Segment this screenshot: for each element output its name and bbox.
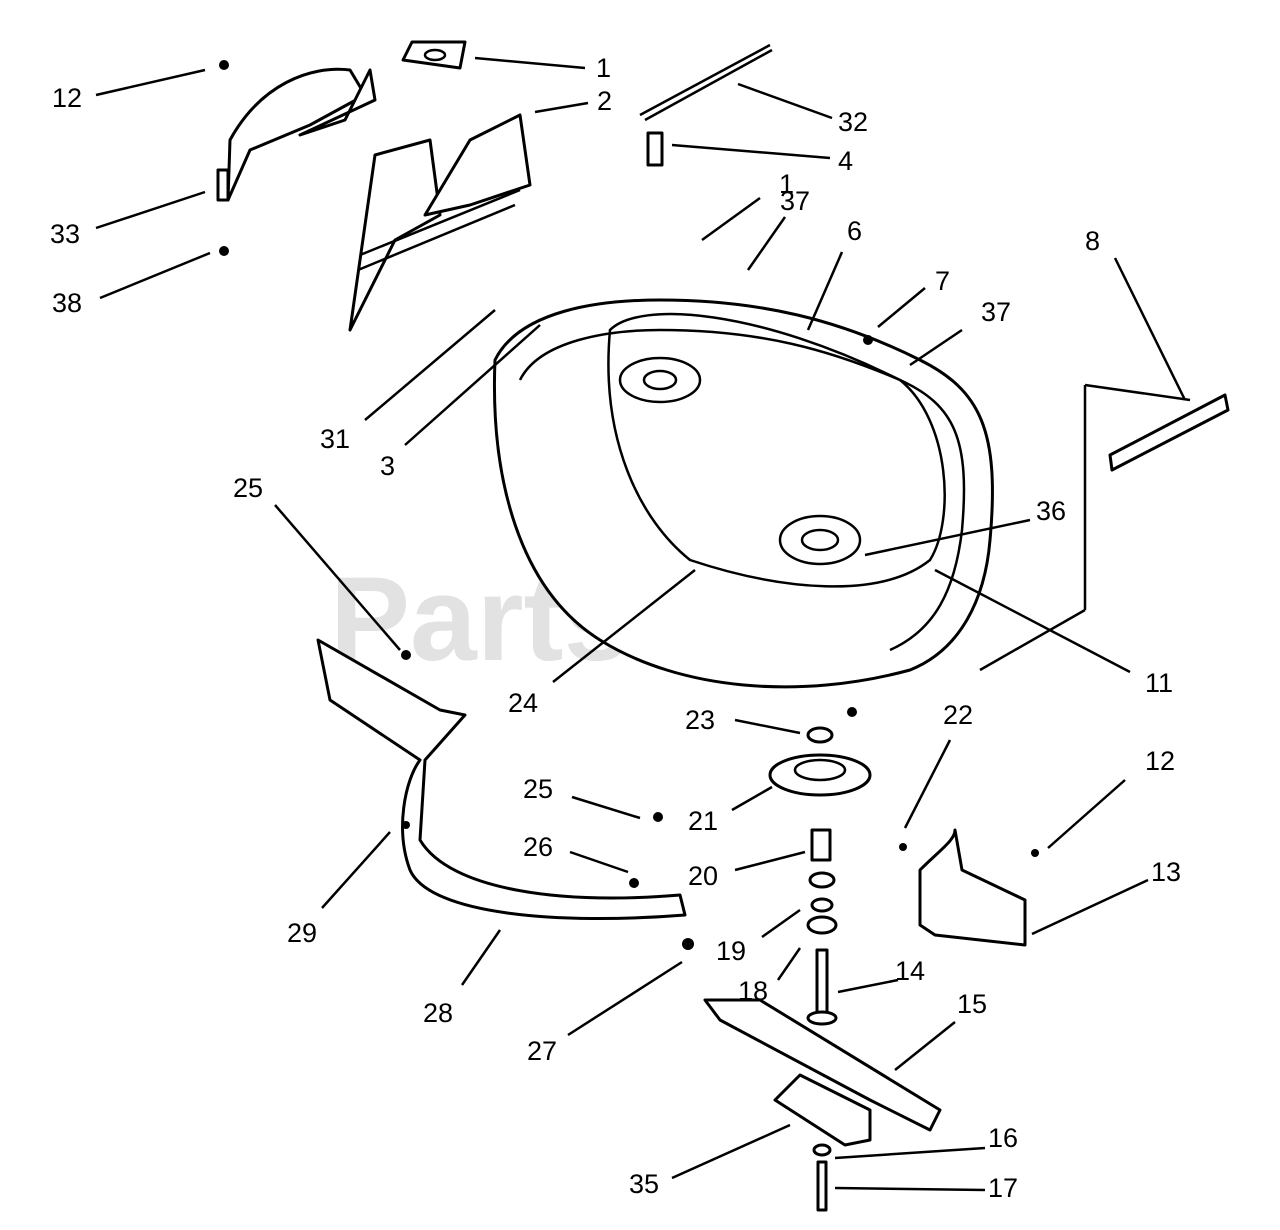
callout-32: 32 xyxy=(838,107,868,137)
decal xyxy=(1108,393,1230,472)
callout-4: 4 xyxy=(838,146,853,176)
callout-11: 11 xyxy=(1145,668,1173,698)
callout-23: 23 xyxy=(685,705,715,735)
callout-12: 12 xyxy=(52,83,82,113)
callout-33: 33 xyxy=(50,219,80,249)
callout-3: 3 xyxy=(380,451,395,481)
callout-29: 29 xyxy=(287,918,317,948)
callout-1-b: 1 xyxy=(779,169,794,199)
callout-27: 27 xyxy=(527,1036,557,1066)
callout-17: 17 xyxy=(988,1173,1018,1203)
callout-31: 31 xyxy=(320,424,350,454)
callout-labels: 1 2 32 4 12 33 38 1 37 6 7 37 8 31 3 36 … xyxy=(50,53,1181,1203)
callout-20: 20 xyxy=(688,861,718,891)
callout-18: 18 xyxy=(738,976,768,1006)
callout-25: 25 xyxy=(233,473,263,503)
callout-14: 14 xyxy=(895,956,925,986)
callout-6: 6 xyxy=(847,216,862,246)
callout-36: 36 xyxy=(1036,496,1066,526)
callout-28: 28 xyxy=(423,998,453,1028)
mower-deck xyxy=(493,298,1191,689)
callout-13: 13 xyxy=(1151,857,1181,887)
callout-1: 1 xyxy=(596,53,611,83)
callout-26: 26 xyxy=(523,832,553,862)
callout-38: 38 xyxy=(52,288,82,318)
leader-lines xyxy=(95,56,1187,1192)
callout-16: 16 xyxy=(988,1123,1018,1153)
blade-spindle-assembly xyxy=(768,726,872,1026)
callout-24: 24 xyxy=(508,688,538,718)
hardware-bolt xyxy=(812,1143,832,1212)
small-hardware xyxy=(216,60,1039,950)
belt-guard xyxy=(918,828,1027,947)
blade-adapter xyxy=(773,1073,872,1147)
callout-22: 22 xyxy=(943,700,973,730)
callout-7: 7 xyxy=(935,266,950,296)
callout-8: 8 xyxy=(1085,226,1100,256)
callout-12-b: 12 xyxy=(1145,746,1175,776)
pivot-rod xyxy=(639,43,773,122)
callout-15: 15 xyxy=(957,989,987,1019)
callout-37: 37 xyxy=(780,186,810,216)
blade xyxy=(703,998,942,1132)
callout-19: 19 xyxy=(716,936,746,966)
callout-35: 35 xyxy=(629,1169,659,1199)
callout-2: 2 xyxy=(597,86,612,116)
callout-21: 21 xyxy=(688,806,718,836)
callout-25-b: 25 xyxy=(523,774,553,804)
deflector-plate xyxy=(401,40,467,70)
callout-37-b: 37 xyxy=(981,297,1011,327)
discharge-chute-assembly xyxy=(226,67,532,332)
